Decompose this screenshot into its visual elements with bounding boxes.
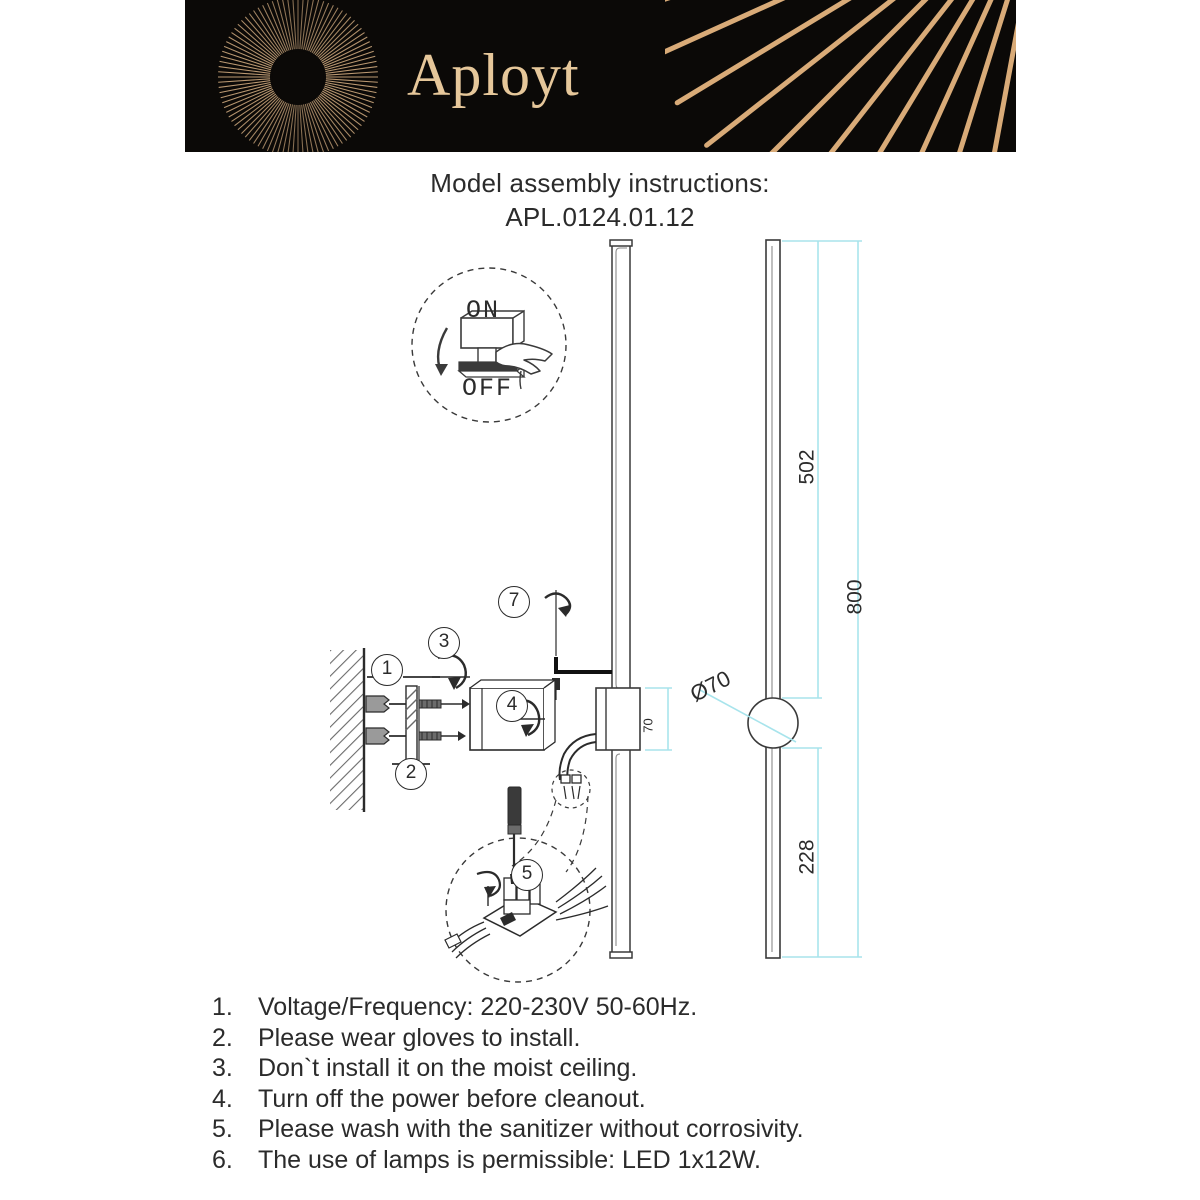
- dimension-upper-length: 502: [795, 449, 819, 485]
- lamp-front-view: [551, 239, 641, 959]
- switch-off-label: OFF: [462, 374, 514, 403]
- note-text: Don`t install it on the moist ceiling.: [258, 1054, 638, 1082]
- lamp-diameter-circle: [747, 697, 799, 749]
- title-heading: Model assembly instructions:: [430, 168, 770, 198]
- note-number: 1.: [212, 993, 233, 1021]
- callout-5: 5: [511, 859, 543, 891]
- note-text: Voltage/Frequency: 220-230V 50-60Hz.: [258, 993, 698, 1021]
- note-text: Turn off the power before cleanout.: [258, 1084, 646, 1113]
- callout-4: 4: [496, 690, 528, 722]
- note-number: 6.: [212, 1145, 233, 1174]
- dimension-lower-length: 228: [795, 839, 819, 875]
- brand-banner: Aployt: [185, 0, 1016, 152]
- list-item: 5. Please wash with the sanitizer withou…: [212, 1114, 1172, 1145]
- list-item: 2. Please wear gloves to install.: [212, 1023, 1172, 1054]
- callout-7-group: [544, 590, 612, 700]
- dimension-total-length: 800: [843, 579, 867, 615]
- note-number: 5.: [212, 1115, 233, 1143]
- switch-on-label: ON: [466, 296, 501, 325]
- note-text: The use of lamps is permissible: LED 1x1…: [258, 1145, 761, 1174]
- dimension-diameter: Ø70: [686, 665, 735, 707]
- note-text: Please wash with the sanitizer without c…: [258, 1115, 804, 1143]
- note-text: Please wear gloves to install.: [258, 1023, 581, 1052]
- instruction-notes-list: 1. Voltage/Frequency: 220-230V 50-60Hz. …: [212, 992, 1172, 1175]
- callout-1: 1: [371, 654, 403, 686]
- dimension-lines: [645, 240, 862, 958]
- callout-2: 2: [395, 758, 427, 790]
- list-item: 6. The use of lamps is permissible: LED …: [212, 1145, 1172, 1176]
- brand-name: Aployt: [407, 42, 580, 108]
- callout-3: 3: [428, 627, 460, 659]
- callout-7: 7: [498, 586, 530, 618]
- sunburst-logo-icon: [218, 0, 378, 152]
- note-number: 2.: [212, 1023, 233, 1052]
- note-number: 4.: [212, 1084, 233, 1113]
- page-title: Model assembly instructions: APL.0124.01…: [0, 166, 1200, 234]
- wall-mount-assembly: [330, 648, 557, 812]
- title-model-code: APL.0124.01.12: [505, 202, 695, 232]
- list-item: 3. Don`t install it on the moist ceiling…: [212, 1053, 1172, 1084]
- radial-rays-icon: [665, 0, 1016, 152]
- note-number: 3.: [212, 1054, 233, 1082]
- list-item: 1. Voltage/Frequency: 220-230V 50-60Hz.: [212, 992, 1172, 1023]
- dimension-bracket-depth: 70: [640, 718, 656, 733]
- lamp-side-elevation: [747, 239, 799, 959]
- wiring-detail-ring: [445, 837, 591, 983]
- list-item: 4. Turn off the power before cleanout.: [212, 1084, 1172, 1115]
